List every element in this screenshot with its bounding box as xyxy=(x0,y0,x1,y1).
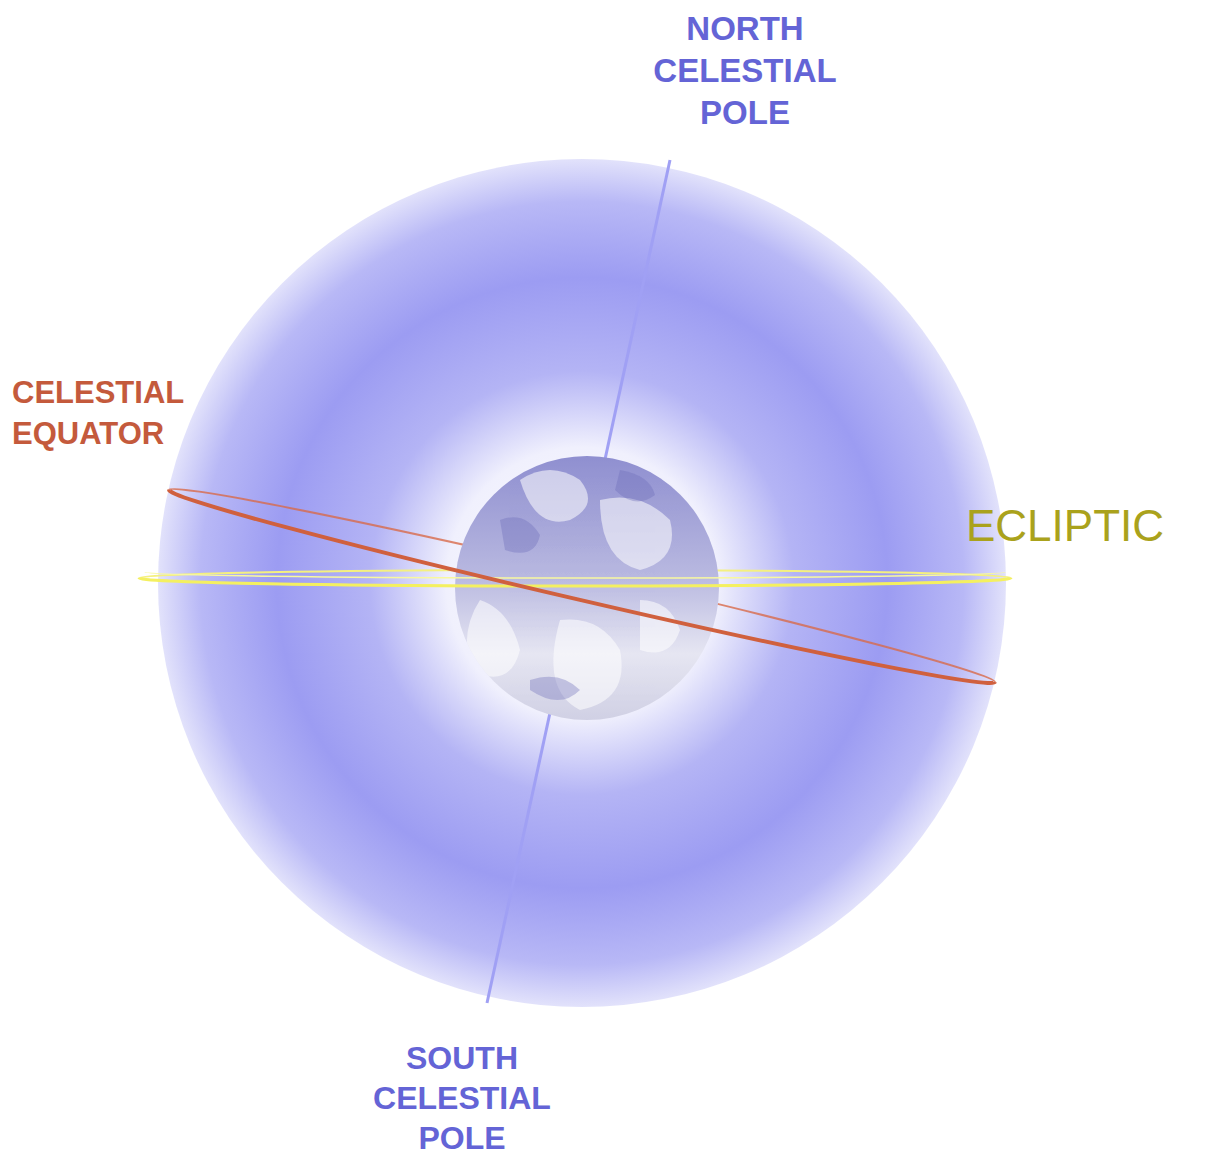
equator-label: CELESTIAL EQUATOR xyxy=(12,372,242,454)
earth-globe xyxy=(455,456,719,720)
equator-front xyxy=(166,490,995,696)
pole-label: NORTH CELESTIAL POLE xyxy=(620,8,870,134)
ecliptic-label: ECLIPTIC xyxy=(966,500,1198,552)
ecliptic-front xyxy=(139,572,1011,586)
pole-label: SOUTH CELESTIAL POLE xyxy=(337,1038,587,1158)
